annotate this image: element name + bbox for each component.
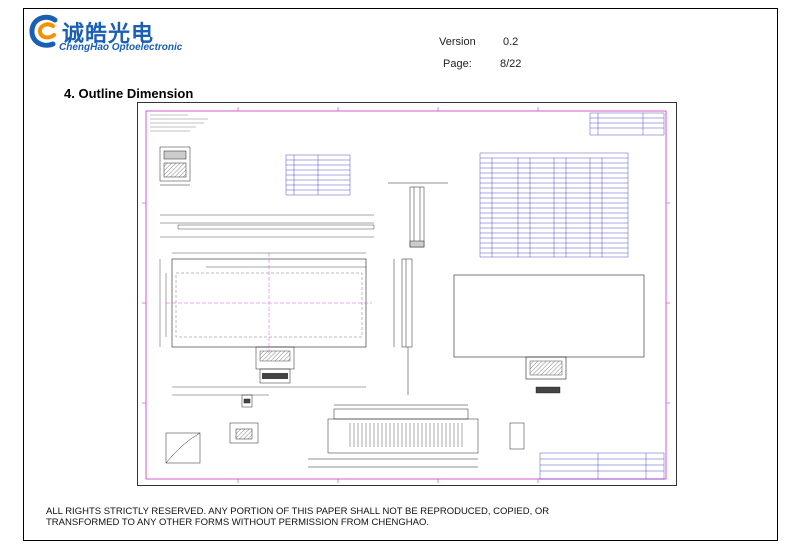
outline-drawing <box>137 102 677 486</box>
width-dimension-lines <box>160 214 375 238</box>
notes-block <box>150 114 208 132</box>
logo-english-text: ChengHao Optoelectronic <box>59 42 183 53</box>
copyright-notice: ALL RIGHTS STRICTLY RESERVED. ANY PORTIO… <box>46 506 550 528</box>
logo-chinese-text: 诚皓光电 <box>62 22 155 47</box>
page-label: Page: <box>443 58 472 70</box>
bracket-detail-view <box>165 422 525 464</box>
company-logo: 诚皓光电 ChengHao Optoelectronic <box>29 12 199 56</box>
fpc-detail-view <box>241 394 253 408</box>
outline-drawing-svg <box>142 107 670 483</box>
page-frame <box>23 8 778 541</box>
version-value: 0.2 <box>503 36 519 48</box>
fpc-side-view <box>159 146 191 186</box>
material-table <box>285 154 351 196</box>
side-profile-view <box>393 258 413 395</box>
section-title: 4. Outline Dimension <box>64 86 194 101</box>
pin-assignment-table <box>479 152 629 258</box>
connector-pin-view <box>308 404 479 468</box>
lcd-rear-view <box>453 274 645 394</box>
revision-table <box>589 112 665 136</box>
drawing-border <box>145 110 667 480</box>
title-block <box>539 452 665 480</box>
thickness-side-view <box>388 182 448 248</box>
page-value: 8/22 <box>500 58 522 70</box>
lcd-front-view <box>159 252 372 396</box>
version-label: Version <box>439 36 476 48</box>
logo-swirl-icon <box>29 14 58 48</box>
